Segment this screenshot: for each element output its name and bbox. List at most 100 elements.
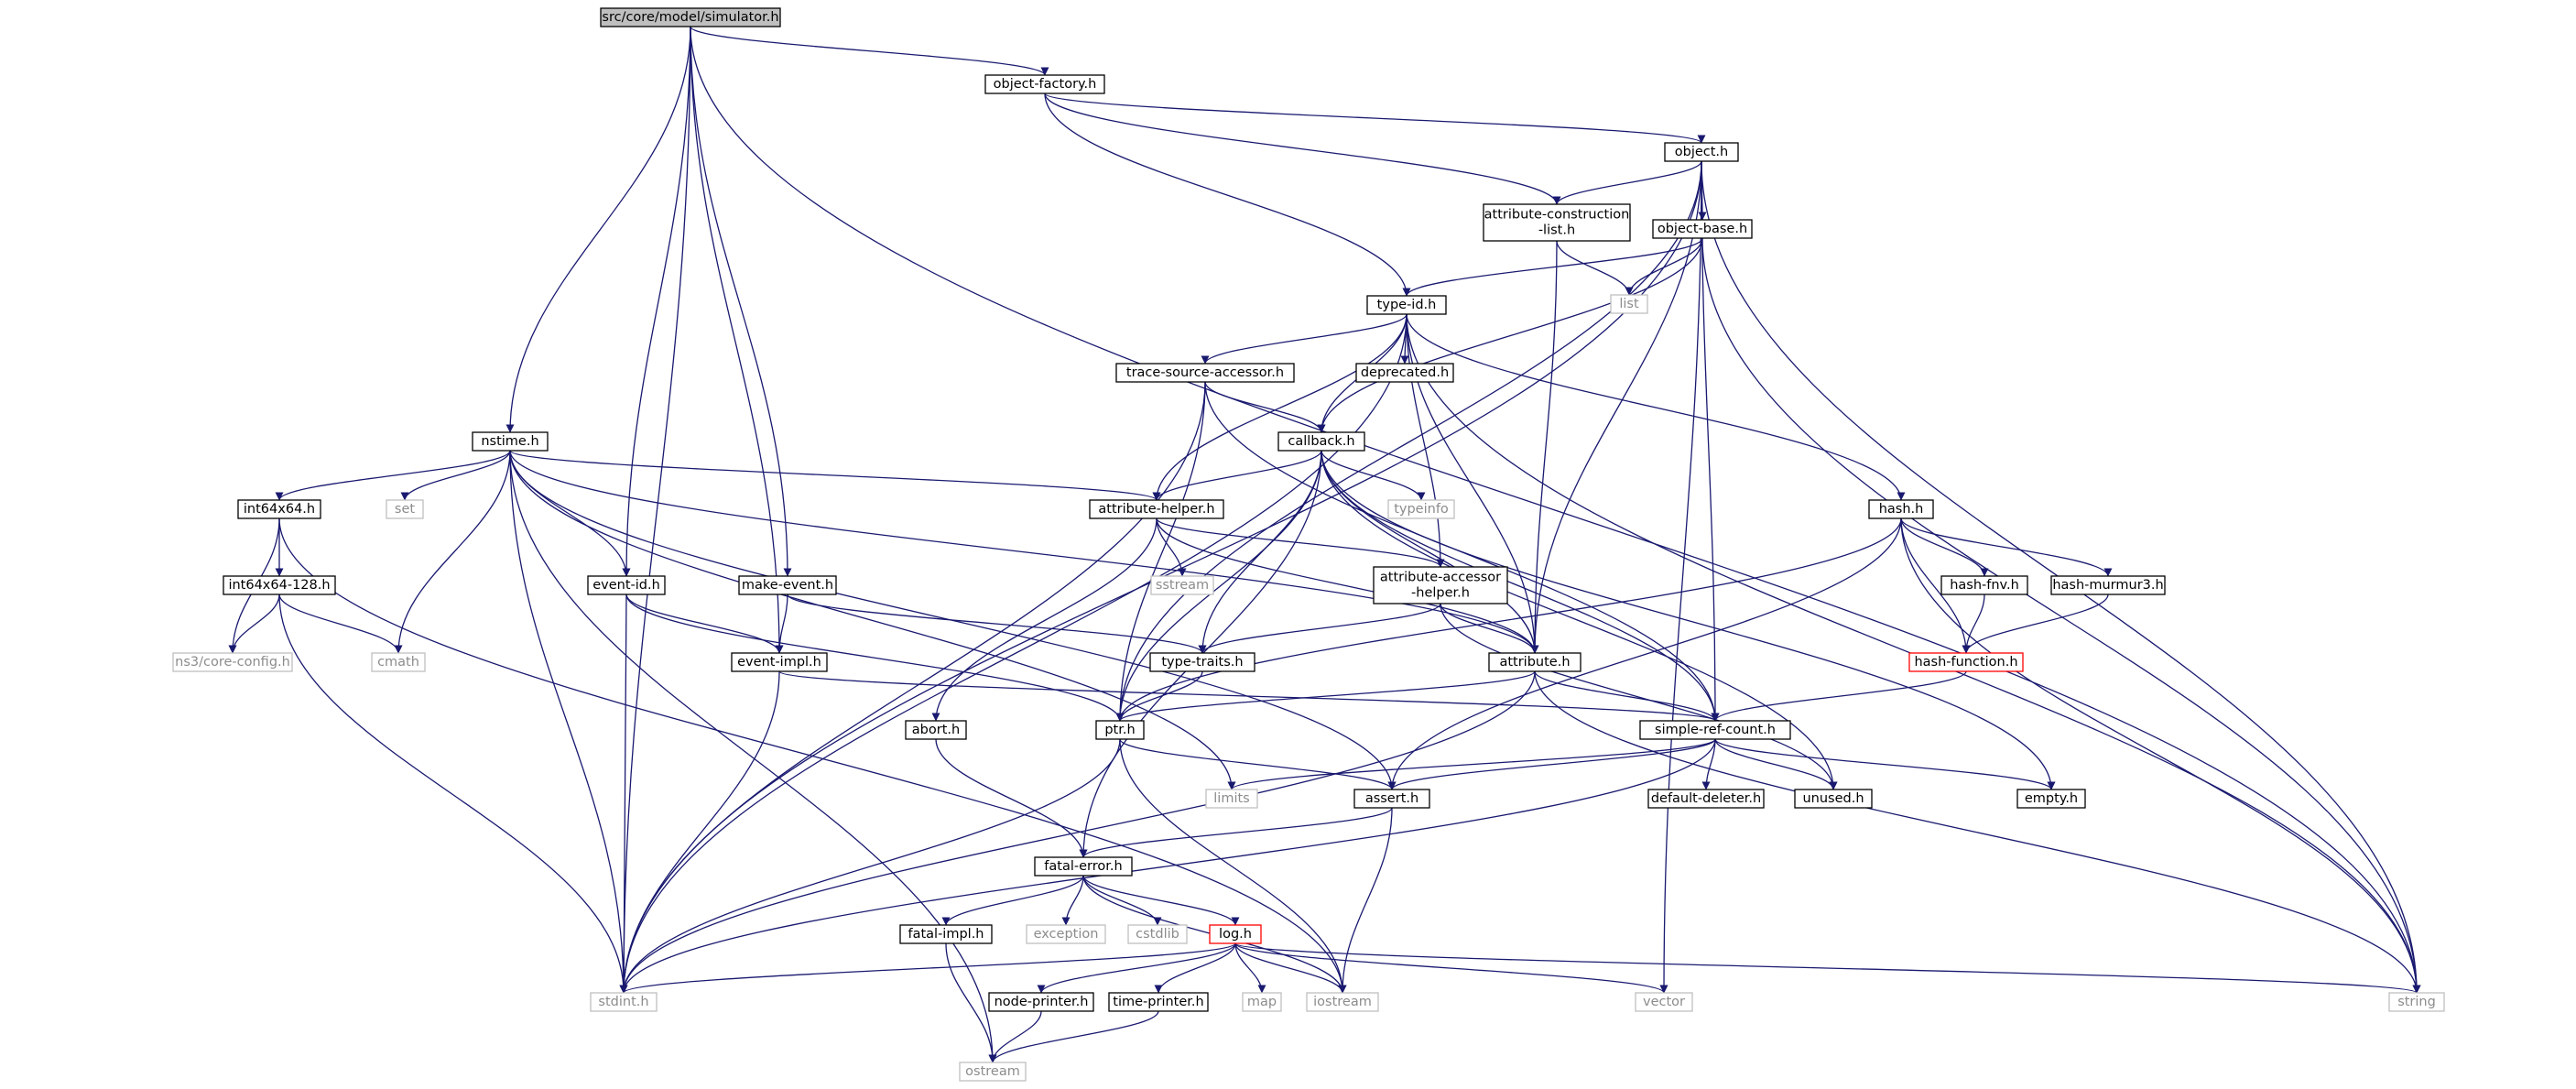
edge-nstime-to-event-id: [509, 450, 631, 577]
node-label-typeinfo: typeinfo: [1394, 502, 1449, 517]
node-simulator[interactable]: src/core/model/simulator.h: [600, 7, 781, 27]
edge-object-factory-to-attribute-construction-list: [1044, 93, 1561, 205]
node-ptr[interactable]: ptr.h: [1095, 720, 1145, 740]
node-label-hash-function: hash-function.h: [1914, 655, 2017, 670]
node-label-attribute-construction-list-line1: attribute-construction: [1484, 208, 1630, 223]
node-attribute-accessor-helper[interactable]: attribute-accessor-helper.h: [1373, 566, 1508, 604]
node-list: list: [1610, 294, 1648, 314]
node-label-hash-fnv: hash-fnv.h: [1950, 578, 2019, 593]
node-box-unused: [1794, 789, 1873, 809]
node-label-object-base: object-base.h: [1658, 222, 1747, 236]
node-box-hash-fnv: [1940, 575, 2028, 595]
node-empty[interactable]: empty.h: [2016, 789, 2086, 809]
node-box-object-factory: [984, 74, 1105, 94]
node-hash[interactable]: hash.h: [1868, 499, 1934, 519]
node-hash-fnv[interactable]: hash-fnv.h: [1940, 575, 2028, 595]
node-exception: exception: [1026, 924, 1106, 944]
node-node-printer[interactable]: node-printer.h: [988, 992, 1094, 1012]
edge-nstime-to-ostream: [509, 450, 997, 1063]
node-fatal-error[interactable]: fatal-error.h: [1034, 856, 1133, 877]
edge-trace-source-accessor-to-callback: [1204, 381, 1326, 433]
node-box-cstdlib: [1127, 924, 1188, 944]
node-abort[interactable]: abort.h: [905, 720, 967, 740]
node-event-id[interactable]: event-id.h: [587, 575, 666, 595]
node-label-default-deleter: default-deleter.h: [1651, 791, 1761, 806]
node-string: string: [2388, 992, 2445, 1012]
node-label-string: string: [2397, 995, 2436, 1009]
node-box-make-event: [738, 575, 837, 595]
edge-object-factory-to-object: [1044, 93, 1706, 144]
node-nstime[interactable]: nstime.h: [472, 431, 549, 452]
node-attribute[interactable]: attribute.h: [1488, 652, 1581, 672]
edge-simulator-to-make-event: [690, 26, 792, 577]
edge-type-id-to-attribute-helper: [1152, 313, 1408, 501]
edge-ptr-to-iostream: [1119, 738, 1347, 994]
edge-simulator-to-string: [690, 26, 2421, 994]
node-log[interactable]: log.h: [1209, 924, 1262, 944]
node-type-id[interactable]: type-id.h: [1366, 295, 1447, 315]
node-box-event-impl: [731, 652, 828, 672]
node-map: map: [1242, 992, 1282, 1012]
node-label-attribute-accessor-helper-line2: -helper.h: [1411, 586, 1470, 601]
node-label-type-id: type-id.h: [1377, 298, 1437, 312]
node-time-printer[interactable]: time-printer.h: [1108, 992, 1209, 1012]
node-event-impl[interactable]: event-impl.h: [731, 652, 828, 672]
node-attribute-helper[interactable]: attribute-helper.h: [1089, 499, 1224, 519]
node-limits: limits: [1205, 789, 1258, 809]
node-attribute-construction-list[interactable]: attribute-construction-list.h: [1483, 203, 1631, 242]
node-box-fatal-impl: [899, 924, 993, 944]
node-label-abort: abort.h: [912, 723, 960, 737]
node-label-sstream: sstream: [1156, 578, 1209, 593]
edge-fatal-error-to-log: [1082, 875, 1240, 926]
edge-attribute-to-stdint: [619, 670, 1536, 994]
edge-simulator-to-event-id: [622, 26, 691, 577]
node-label-fatal-error: fatal-error.h: [1044, 859, 1122, 874]
node-label-trace-source-accessor: trace-source-accessor.h: [1126, 365, 1284, 380]
edge-log-to-time-printer: [1154, 942, 1236, 994]
node-box-type-traits: [1149, 652, 1255, 672]
edge-object-to-vector: [1659, 160, 1702, 994]
node-type-traits[interactable]: type-traits.h: [1149, 652, 1255, 672]
node-label-int64x64-128: int64x64-128.h: [228, 578, 330, 593]
node-make-event[interactable]: make-event.h: [738, 575, 837, 595]
node-label-event-id: event-id.h: [592, 578, 660, 593]
node-assert[interactable]: assert.h: [1353, 789, 1430, 809]
node-fatal-impl[interactable]: fatal-impl.h: [899, 924, 993, 944]
node-label-simple-ref-count: simple-ref-count.h: [1655, 723, 1776, 737]
node-int64x64-128[interactable]: int64x64-128.h: [223, 575, 336, 595]
edge-attribute-to-string: [1534, 670, 2421, 994]
node-box-vector: [1635, 992, 1693, 1012]
node-simple-ref-count[interactable]: simple-ref-count.h: [1639, 720, 1791, 740]
node-hash-function[interactable]: hash-function.h: [1908, 652, 2024, 672]
node-unused[interactable]: unused.h: [1794, 789, 1873, 809]
node-object-factory[interactable]: object-factory.h: [984, 74, 1105, 94]
node-box-node-printer: [988, 992, 1094, 1012]
node-box-exception: [1026, 924, 1106, 944]
node-box-int64x64: [237, 499, 321, 519]
edge-hash-fnv-to-hash-function: [1962, 594, 1985, 654]
node-object[interactable]: object.h: [1664, 142, 1739, 162]
node-box-default-deleter: [1647, 789, 1765, 809]
node-default-deleter[interactable]: default-deleter.h: [1647, 789, 1765, 809]
node-box-hash-function: [1908, 652, 2024, 672]
node-hash-murmur3[interactable]: hash-murmur3.h: [2050, 575, 2166, 595]
node-box-limits: [1205, 789, 1258, 809]
edge-fatal-error-to-fatal-impl: [941, 875, 1084, 926]
node-int64x64[interactable]: int64x64.h: [237, 499, 321, 519]
node-label-ns3-core-config: ns3/core-config.h: [175, 655, 290, 670]
node-callback[interactable]: callback.h: [1277, 431, 1365, 452]
edge-callback-to-empty: [1321, 450, 2056, 790]
node-trace-source-accessor[interactable]: trace-source-accessor.h: [1115, 363, 1295, 383]
edge-fatal-impl-to-ostream: [945, 942, 997, 1063]
node-cstdlib: cstdlib: [1127, 924, 1188, 944]
edge-nstime-to-attribute-helper: [509, 450, 1161, 501]
node-object-base[interactable]: object-base.h: [1652, 219, 1753, 239]
node-label-map: map: [1247, 995, 1277, 1009]
node-label-limits: limits: [1213, 791, 1249, 806]
node-label-object-factory: object-factory.h: [994, 77, 1097, 92]
edge-nstime-to-attribute: [509, 450, 1539, 654]
node-deprecated[interactable]: deprecated.h: [1355, 363, 1454, 383]
edge-fatal-error-to-cstdlib: [1082, 875, 1162, 926]
edge-hash-to-ptr: [1115, 517, 1902, 722]
